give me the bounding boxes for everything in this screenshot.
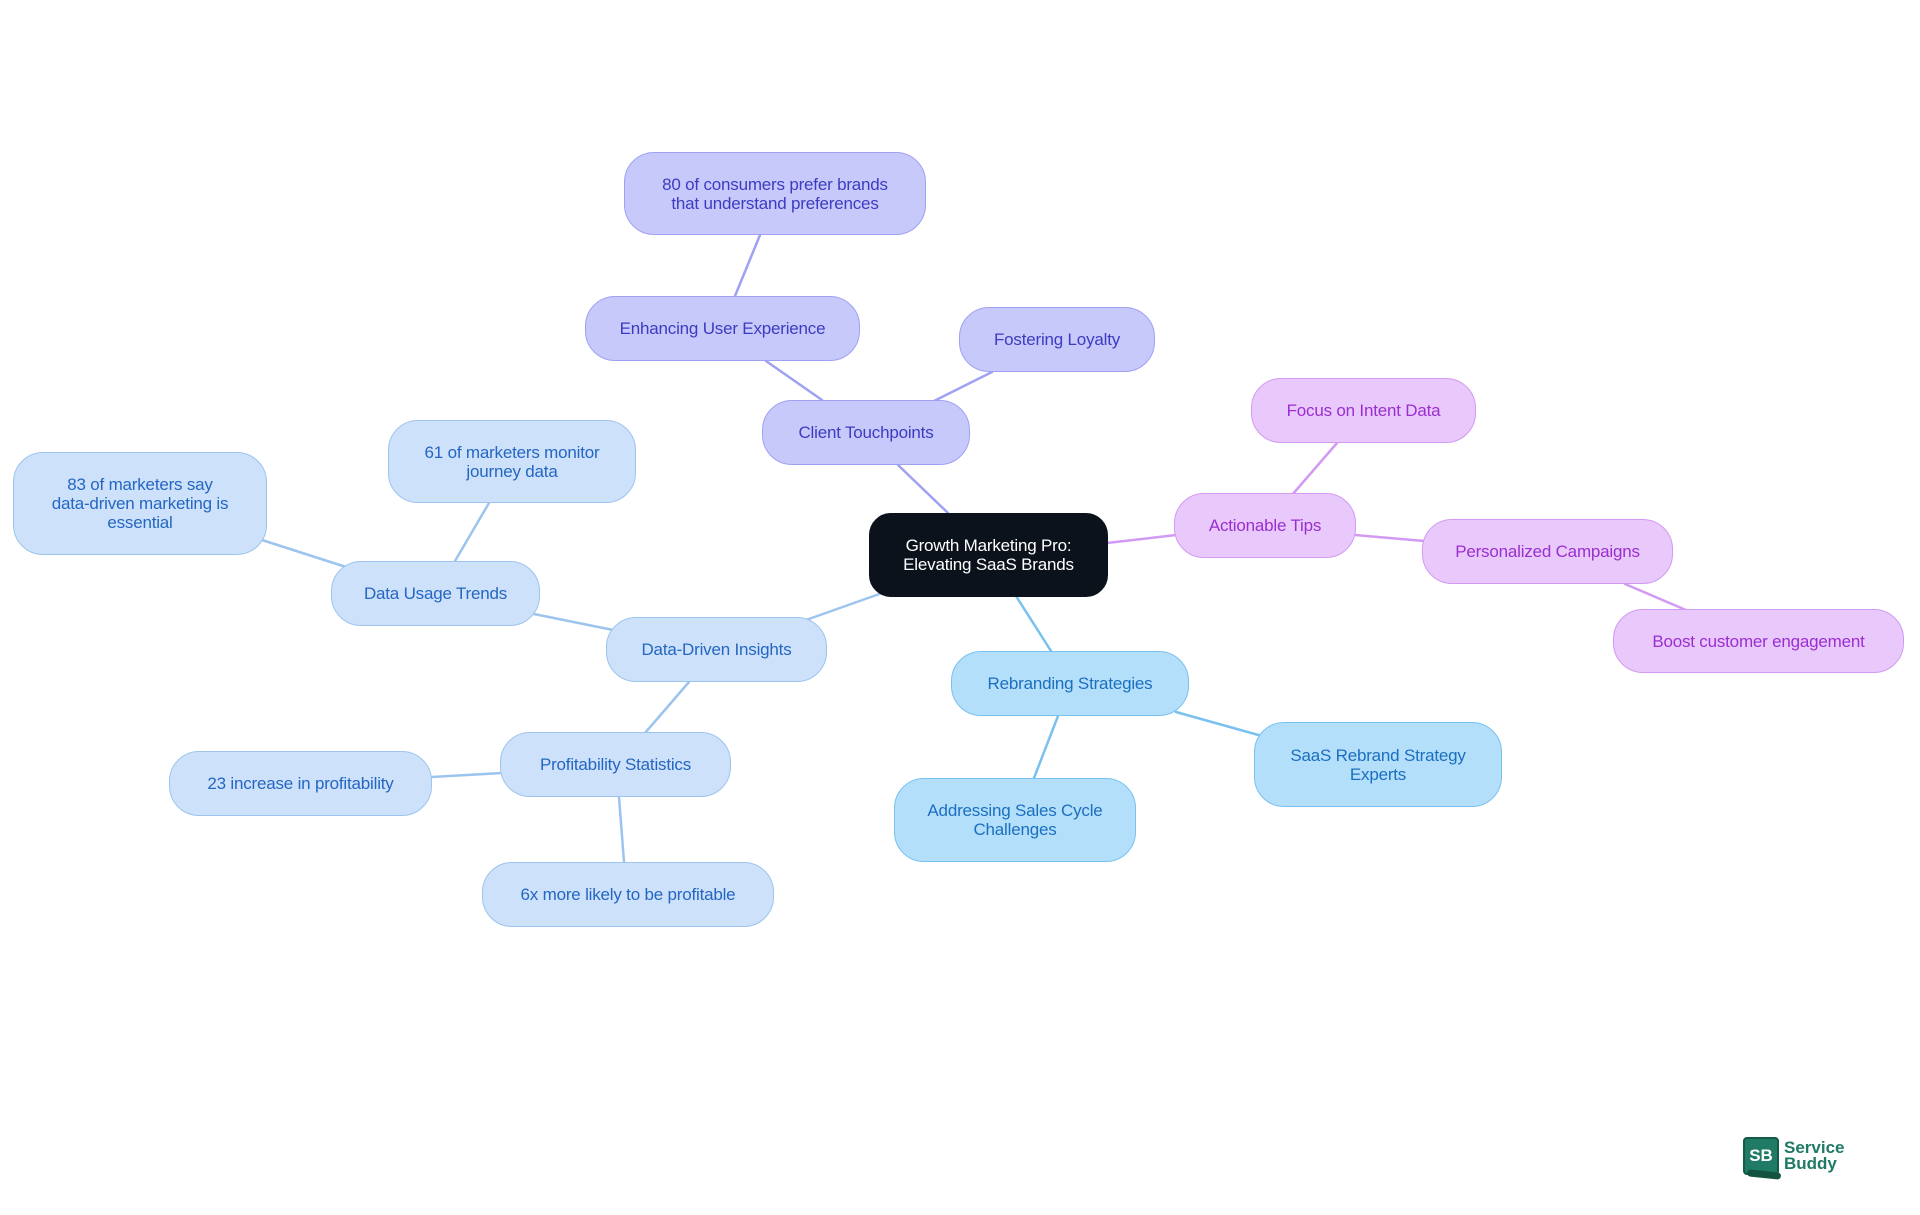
node-addressing-sales-cycle[interactable]: Addressing Sales Cycle Challenges: [894, 778, 1136, 862]
root-node[interactable]: Growth Marketing Pro: Elevating SaaS Bra…: [869, 513, 1108, 597]
node-data-driven-insights[interactable]: Data-Driven Insights: [606, 617, 827, 682]
logo-wordmark: Service Buddy: [1784, 1138, 1845, 1173]
edge-root-rebranding: [1014, 594, 1053, 653]
node-6x-more-likely-profitable[interactable]: 6x more likely to be profitable: [482, 862, 774, 927]
edge-root-actionable: [1105, 533, 1178, 545]
edge-root-client-touchpoints: [896, 463, 950, 515]
node-profitability-statistics[interactable]: Profitability Statistics: [500, 732, 731, 797]
node-data-usage-trends[interactable]: Data Usage Trends: [331, 561, 540, 626]
node-enhancing-user-experience[interactable]: Enhancing User Experience: [585, 296, 860, 361]
sb-logo-icon: SB: [1743, 1137, 1779, 1175]
edge-actionable-personalized: [1353, 533, 1426, 543]
service-buddy-logo: SB Service Buddy: [1743, 1133, 1855, 1179]
edge-profitability-23: [430, 771, 504, 779]
edge-usage-83: [260, 538, 348, 569]
node-personalized-campaigns[interactable]: Personalized Campaigns: [1422, 519, 1673, 584]
edge-rebranding-sales: [1032, 714, 1060, 780]
edge-root-datadriven: [804, 590, 887, 622]
node-focus-on-intent-data[interactable]: Focus on Intent Data: [1251, 378, 1476, 443]
edge-client-loyalty: [930, 370, 994, 404]
node-boost-customer-engagement[interactable]: Boost customer engagement: [1613, 609, 1904, 673]
node-83-marketers-say[interactable]: 83 of marketers say data-driven marketin…: [13, 452, 267, 555]
node-61-marketers-monitor[interactable]: 61 of marketers monitor journey data: [388, 420, 636, 503]
logo-line-1: Service: [1784, 1138, 1845, 1157]
edge-datadriven-usage: [532, 612, 615, 632]
edge-actionable-intent: [1290, 441, 1339, 497]
node-23-increase-profitability[interactable]: 23 increase in profitability: [169, 751, 432, 816]
edge-personalized-boost: [1623, 582, 1688, 612]
edge-datadriven-profitability: [643, 680, 691, 735]
logo-line-2: Buddy: [1784, 1154, 1837, 1173]
node-saas-rebrand-strategy-experts[interactable]: SaaS Rebrand Strategy Experts: [1254, 722, 1502, 807]
node-fostering-loyalty[interactable]: Fostering Loyalty: [959, 307, 1155, 372]
node-client-touchpoints[interactable]: Client Touchpoints: [762, 400, 970, 465]
edge-client-enhancing: [764, 359, 824, 402]
node-rebranding-strategies[interactable]: Rebranding Strategies: [951, 651, 1189, 716]
edge-rebranding-saas: [1174, 710, 1264, 738]
edge-usage-61: [453, 501, 491, 563]
edge-enhancing-consumers: [733, 233, 762, 298]
node-consumers-prefer-brands[interactable]: 80 of consumers prefer brands that under…: [624, 152, 926, 235]
node-actionable-tips[interactable]: Actionable Tips: [1174, 493, 1356, 558]
edge-profitability-6x: [617, 795, 626, 864]
